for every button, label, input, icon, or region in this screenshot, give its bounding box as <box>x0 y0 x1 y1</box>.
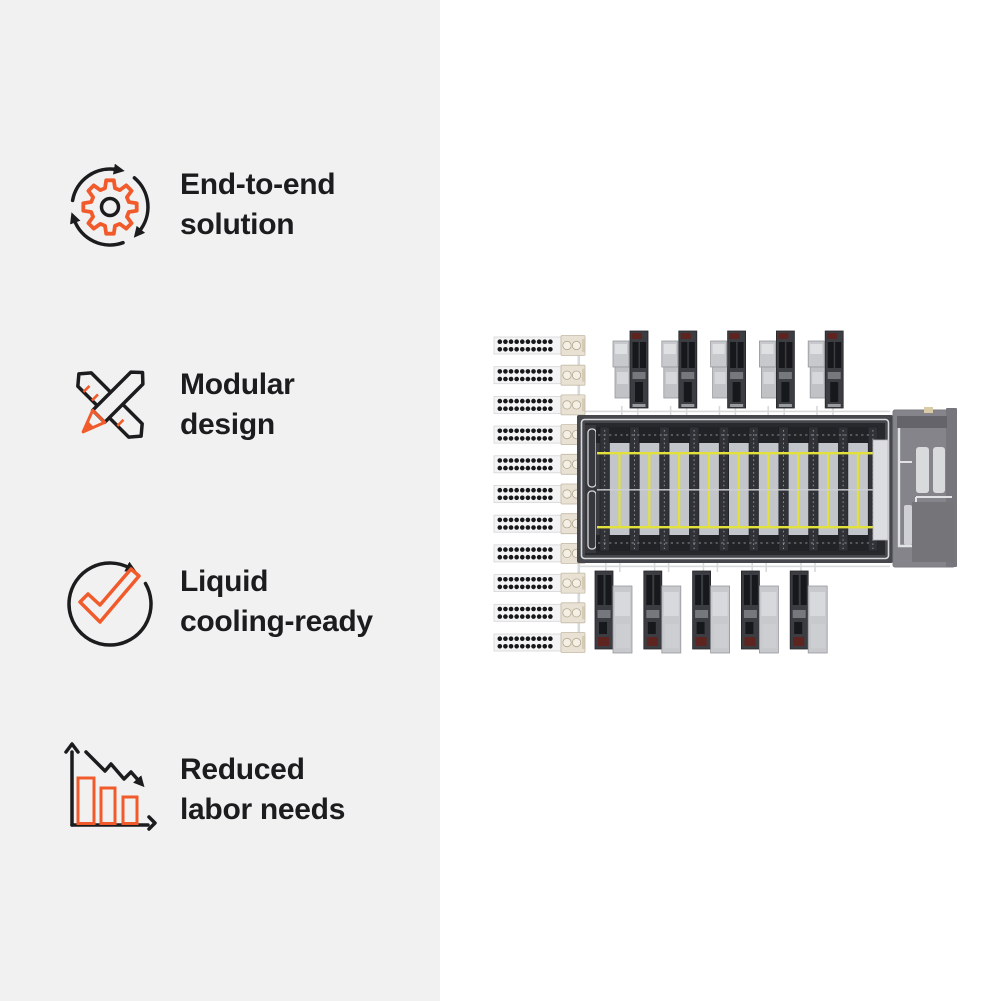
feature-title: Liquid cooling-ready <box>180 562 373 642</box>
cooling-module-bottom <box>741 563 779 654</box>
cooling-module-top <box>661 330 698 415</box>
fan-row <box>493 483 586 505</box>
feature-title-line: Modular <box>180 368 295 401</box>
feature-title-line: Liquid <box>180 565 269 598</box>
feature-item-liquid-cooling: Liquid cooling-ready <box>0 550 440 654</box>
feature-title-line: design <box>180 408 275 441</box>
fan-row <box>493 543 586 564</box>
fan-row <box>493 632 586 653</box>
fan-row <box>493 572 586 594</box>
feature-item-reduced-labor: Reduced labor needs <box>0 738 440 842</box>
feature-item-modular: Modular design <box>0 353 440 457</box>
declining-chart-icon <box>64 742 157 831</box>
electrical-room <box>892 407 957 568</box>
left-panel: End-to-end solution M <box>0 0 440 1001</box>
cooling-module-top <box>759 330 795 415</box>
cooling-module-bottom <box>643 563 682 654</box>
fan-row <box>493 335 586 356</box>
fan-row <box>493 602 586 624</box>
feature-item-end-to-end: End-to-end solution <box>0 153 440 257</box>
feature-title-line: cooling-ready <box>180 605 373 638</box>
fan-row <box>493 513 586 535</box>
fan-row <box>493 453 586 475</box>
feature-title-line: Reduced <box>180 753 305 786</box>
cooling-module-top <box>710 330 746 415</box>
pencil-ruler-icon <box>76 370 145 439</box>
top-modules <box>612 330 844 415</box>
cooling-module-top <box>807 330 844 415</box>
cooling-module-bottom <box>789 563 828 654</box>
cooling-module-bottom <box>692 563 730 654</box>
main-container <box>577 415 893 563</box>
fan-row <box>493 424 586 446</box>
bottom-modules <box>594 563 828 654</box>
cooling-module-top <box>612 330 649 415</box>
feature-title-line: labor needs <box>180 793 346 826</box>
fan-row <box>493 394 586 416</box>
modular-datacenter-illustration <box>485 320 980 670</box>
feature-title-line: End-to-end <box>180 168 336 201</box>
datacenter-topview-svg <box>493 330 957 654</box>
fan-wall-rows <box>493 335 586 653</box>
circle-check-icon <box>67 561 153 647</box>
feature-title: Modular design <box>180 365 295 445</box>
fan-row <box>493 364 586 386</box>
gear-cycle-icon <box>70 163 150 247</box>
feature-title-line: solution <box>180 208 295 241</box>
feature-title: End-to-end solution <box>180 165 336 245</box>
cooling-module-bottom <box>594 563 633 654</box>
feature-title: Reduced labor needs <box>180 750 345 830</box>
